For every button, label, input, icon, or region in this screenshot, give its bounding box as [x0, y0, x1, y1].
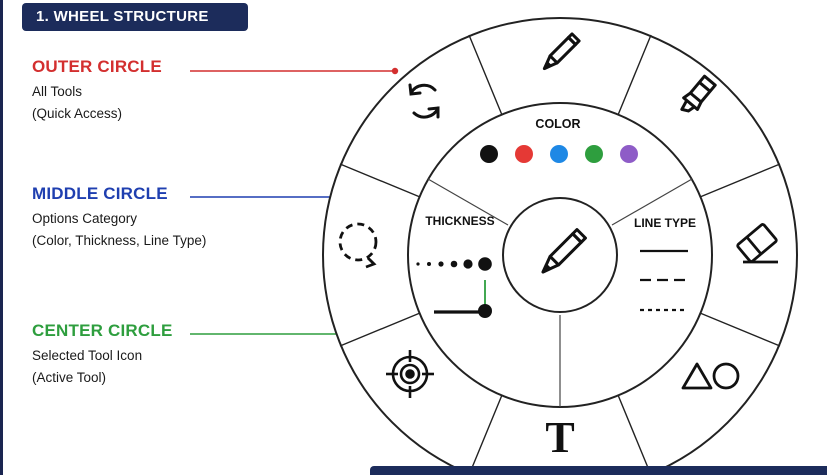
line-type-category-label: LINE TYPE — [634, 216, 696, 230]
pencil-icon[interactable] — [541, 32, 581, 72]
color-swatch[interactable] — [480, 145, 498, 163]
frame-edge — [0, 0, 3, 475]
eraser-icon[interactable] — [736, 223, 778, 263]
lasso-icon[interactable] — [338, 222, 378, 269]
middle-circle-title: MIDDLE CIRCLE — [32, 184, 168, 203]
center-circle-desc-line1: Selected Tool Icon — [32, 348, 143, 363]
thickness-options[interactable] — [416, 257, 492, 271]
center-circle-desc: Selected Tool Icon (Active Tool) — [32, 345, 173, 389]
color-category-label: COLOR — [535, 117, 580, 131]
outer-circle-desc-line2: (Quick Access) — [32, 106, 123, 121]
color-swatch[interactable] — [515, 145, 533, 163]
outer-leader-dot — [391, 67, 399, 75]
marker-icon[interactable] — [677, 74, 717, 117]
outer-ring-dividers — [339, 34, 781, 475]
thickness-slider-knob[interactable] — [478, 304, 492, 318]
center-circle[interactable] — [502, 197, 618, 313]
outer-circle-label: OUTER CIRCLE All Tools (Quick Access) — [32, 57, 162, 125]
center-circle-title: CENTER CIRCLE — [32, 321, 173, 340]
middle-circle-label: MIDDLE CIRCLE Options Category (Color, T… — [32, 184, 206, 252]
shapes-icon[interactable] — [681, 362, 740, 390]
target-icon[interactable] — [386, 350, 434, 398]
outer-circle-title: OUTER CIRCLE — [32, 57, 162, 76]
color-swatch[interactable] — [585, 145, 603, 163]
middle-circle-desc-line1: Options Category — [32, 211, 138, 226]
color-swatches — [480, 145, 638, 163]
outer-circle-desc-line1: All Tools — [32, 84, 83, 99]
middle-circle-desc-line2: (Color, Thickness, Line Type) — [32, 233, 207, 248]
rotate-icon[interactable] — [408, 83, 440, 119]
center-tool-icon — [541, 228, 587, 274]
color-swatch[interactable] — [620, 145, 638, 163]
section-header: 1. WHEEL STRUCTURE — [22, 3, 248, 31]
color-swatch[interactable] — [550, 145, 568, 163]
thickness-slider[interactable] — [434, 280, 492, 318]
text-tool-icon[interactable]: T — [545, 413, 574, 462]
outer-circle-desc: All Tools (Quick Access) — [32, 81, 162, 125]
middle-circle-desc: Options Category (Color, Thickness, Line… — [32, 208, 206, 252]
bottom-section-bar — [370, 466, 827, 475]
center-circle-label: CENTER CIRCLE Selected Tool Icon (Active… — [32, 321, 173, 389]
center-circle-desc-line2: (Active Tool) — [32, 370, 107, 385]
thickness-category-label: THICKNESS — [425, 214, 494, 228]
line-type-options[interactable] — [640, 249, 688, 312]
middle-ring-dividers — [427, 178, 693, 407]
